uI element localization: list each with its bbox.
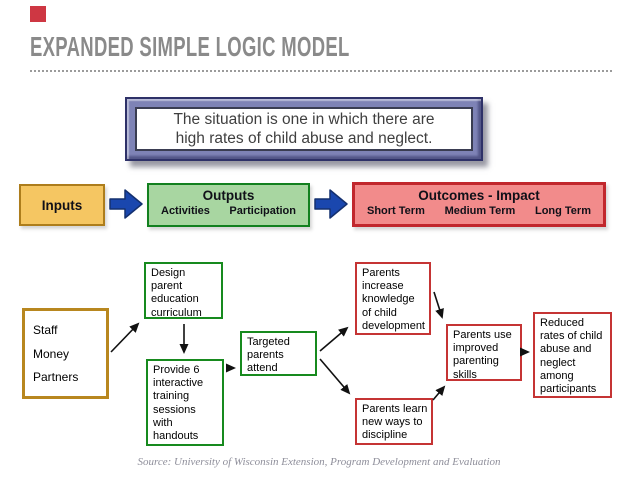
- page-title: EXPANDED SIMPLE LOGIC MODEL: [30, 31, 350, 62]
- staff-money-partners-box: Staff Money Partners: [22, 308, 109, 399]
- title-underline-dots: [30, 70, 612, 72]
- situation-banner: The situation is one in which there are …: [125, 97, 483, 161]
- flow-arrow-icon: [314, 189, 348, 219]
- arrow-learn-to-use: [432, 385, 446, 401]
- partners-label: Partners: [33, 370, 79, 385]
- training-sessions-box: Provide 6 interactive training sessions …: [146, 359, 224, 446]
- design-curriculum-box: Design parent education curriculum: [144, 262, 223, 319]
- arrow-targeted-to-learn: [319, 358, 351, 395]
- inputs-header-box: Inputs: [19, 184, 105, 226]
- parenting-skills-box: Parents use improved parenting skills: [446, 324, 522, 381]
- situation-text: The situation is one in which there are …: [135, 107, 473, 151]
- outcomes-header-label: Outcomes - Impact: [418, 188, 540, 203]
- outcomes-sub-long-term: Long Term: [534, 205, 591, 217]
- arrow-increase-to-use: [433, 291, 444, 319]
- arrow-targeted-to-increase: [319, 326, 349, 352]
- situation-line-2: high rates of child abuse and neglect.: [175, 130, 433, 147]
- outcomes-header-box: Outcomes - Impact Short Term Medium Term…: [352, 182, 606, 227]
- outputs-header-label: Outputs: [202, 188, 255, 203]
- source-note: Source: University of Wisconsin Extensio…: [137, 456, 501, 468]
- outputs-header-box: Outputs Activities Participation: [147, 183, 310, 227]
- parents-knowledge-box: Parents increase knowledge of child deve…: [355, 262, 431, 335]
- arrow-staff-to-design: [110, 322, 140, 353]
- inputs-header-label: Inputs: [41, 197, 83, 213]
- money-label: Money: [33, 346, 70, 361]
- reduced-abuse-box: Reduced rates of child abuse and neglect…: [533, 312, 612, 398]
- targeted-parents-box: Targeted parents attend: [240, 331, 317, 376]
- outcomes-sub-short-term: Short Term: [367, 205, 425, 217]
- flow-arrow-icon: [109, 189, 143, 219]
- staff-label: Staff: [33, 323, 58, 338]
- outputs-sub-activities: Activities: [161, 205, 210, 217]
- outputs-sub-participation: Participation: [229, 205, 296, 217]
- outcomes-sub-medium-term: Medium Term: [444, 205, 516, 217]
- accent-square: [30, 6, 46, 22]
- parents-discipline-box: Parents learn new ways to discipline: [355, 398, 433, 445]
- situation-line-1: The situation is one in which there are: [173, 110, 435, 128]
